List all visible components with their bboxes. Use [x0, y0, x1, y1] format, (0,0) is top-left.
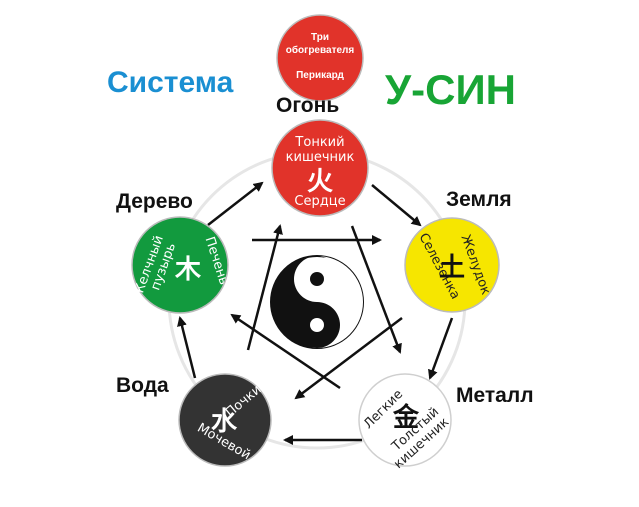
- arrow-wood-fire: [207, 181, 264, 226]
- circle-water: Почки 水 Мочевой: [178, 373, 272, 467]
- top-circle-line2: обогревателя: [286, 44, 355, 56]
- circle-metal: Легкие 金 Толстый кишечник: [358, 373, 452, 472]
- arrow-fire-earth: [371, 184, 422, 227]
- yin-yang-icon: [270, 255, 364, 349]
- fire-organ-top: Тонкий: [294, 135, 344, 150]
- earth-glyph-icon: 土: [439, 253, 465, 283]
- label-water: Вода: [116, 374, 169, 397]
- circle-wood: Желчный пузырь 木 Печень: [131, 216, 231, 314]
- circle-fire: Тонкий кишечник 火 Сердце: [271, 119, 369, 217]
- arrow-earth-metal: [428, 317, 454, 380]
- top-circle-line1: Три: [311, 32, 329, 43]
- label-wood: Дерево: [116, 190, 193, 213]
- wood-glyph-icon: 木: [174, 255, 201, 285]
- label-metal: Металл: [456, 384, 534, 407]
- fire-organ-bottom: Сердце: [294, 194, 345, 209]
- top-circle-line3: Перикард: [296, 70, 344, 81]
- water-glyph-icon: 水: [211, 407, 238, 437]
- arrow-water-wood: [177, 316, 197, 379]
- label-earth: Земля: [446, 188, 512, 211]
- fire-organ-top2: кишечник: [286, 150, 355, 165]
- metal-glyph-icon: 金: [392, 402, 420, 433]
- circle-earth: Желудок Селезенка 土: [404, 217, 500, 313]
- title-left: Система: [107, 66, 234, 99]
- fire-glyph-icon: 火: [307, 167, 333, 197]
- label-fire: Огонь: [276, 94, 339, 117]
- top-circle: Три обогревателя Перикард: [276, 14, 364, 102]
- controlling-star: [230, 224, 403, 400]
- title-right: У-СИН: [385, 66, 516, 113]
